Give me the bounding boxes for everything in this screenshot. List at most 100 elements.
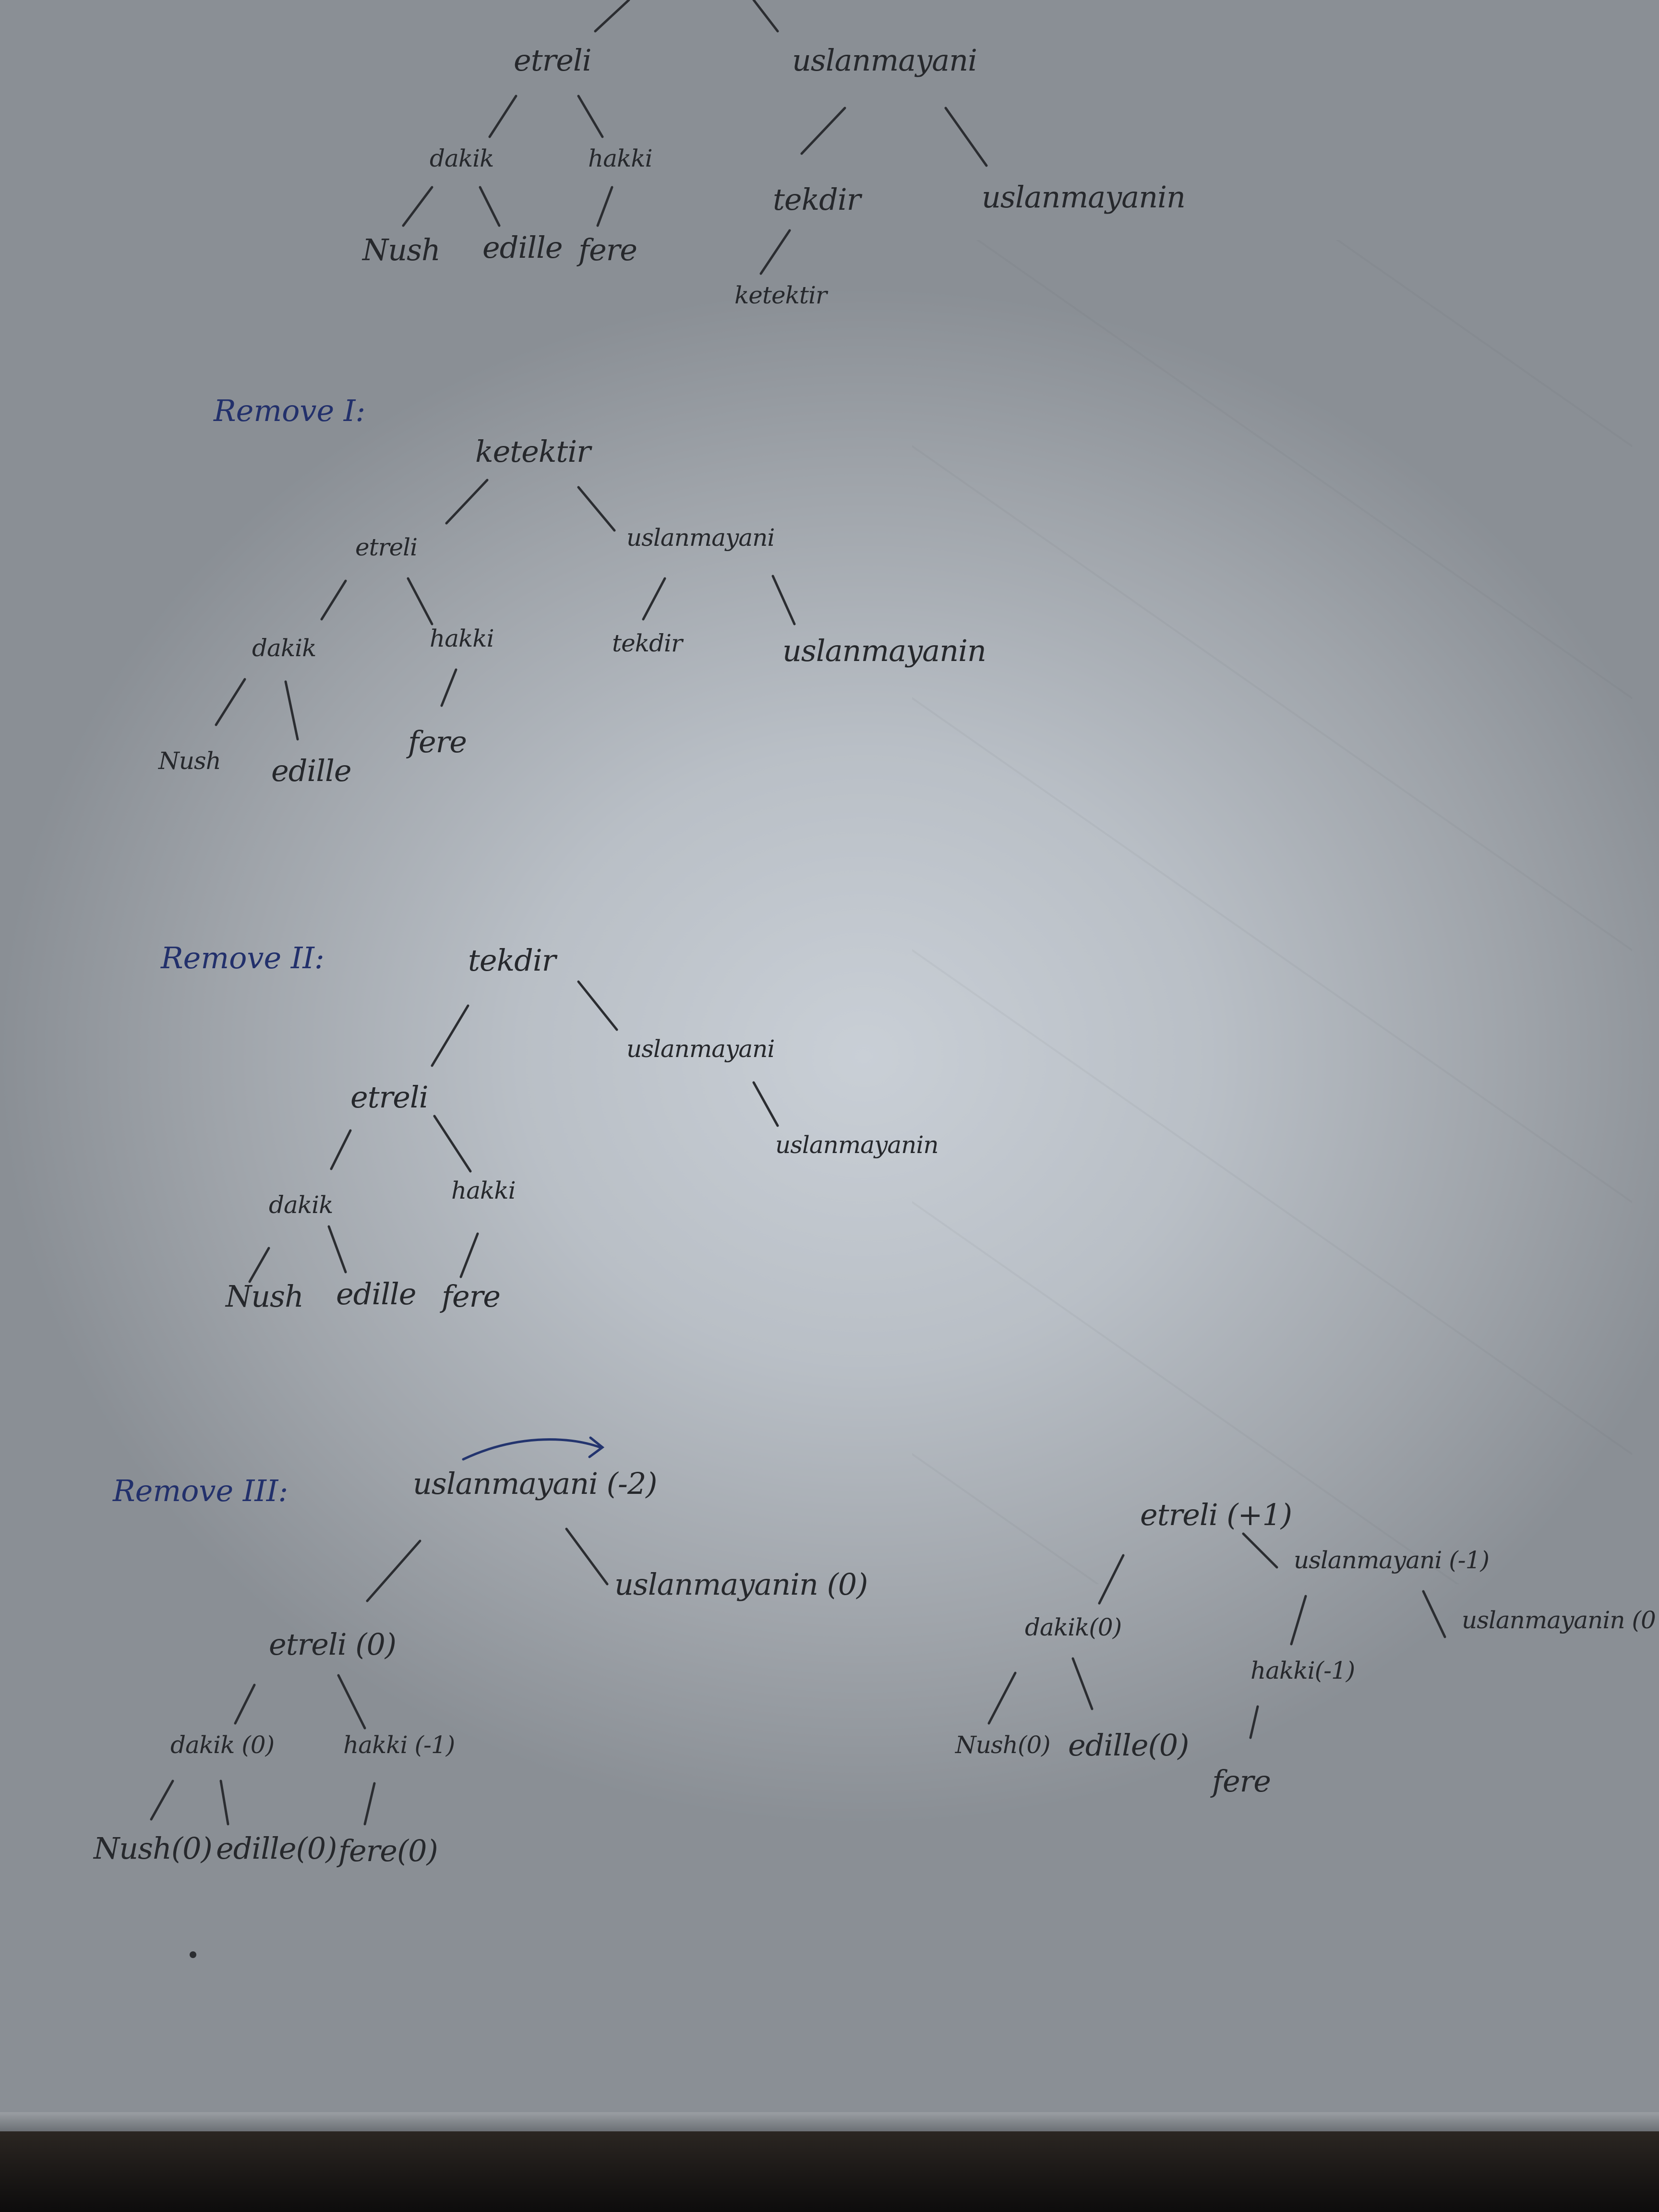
edge bbox=[488, 95, 517, 138]
edge bbox=[431, 1004, 469, 1067]
node-etreli: etreli bbox=[355, 533, 418, 561]
paper-sheet bbox=[0, 0, 1659, 2131]
edge bbox=[565, 1527, 609, 1586]
edge bbox=[752, 0, 779, 33]
node-uslanmayanin: uslanmayanin bbox=[982, 180, 1186, 215]
edge bbox=[459, 1232, 479, 1278]
edge bbox=[440, 668, 457, 707]
remove-3-edges bbox=[150, 1436, 609, 1826]
node-dakik: dakik(0) bbox=[1025, 1613, 1122, 1641]
edge bbox=[479, 186, 501, 227]
remove-2-edges bbox=[248, 980, 779, 1283]
remove-1-edges bbox=[215, 479, 796, 741]
node-ketektir: ketektir bbox=[734, 281, 827, 309]
node-tekdir: tekdir bbox=[773, 182, 861, 217]
edge bbox=[337, 1674, 366, 1730]
edge bbox=[1242, 1532, 1278, 1569]
node-hakki: hakki bbox=[588, 144, 653, 172]
edge bbox=[363, 1782, 376, 1826]
edge bbox=[594, 0, 630, 33]
node-dakik: dakik bbox=[269, 1191, 333, 1219]
node-uslanmayani: uslanmayani (-1) bbox=[1294, 1546, 1490, 1574]
edge bbox=[433, 1115, 472, 1173]
edge bbox=[771, 575, 796, 625]
node-edille: edille(0) bbox=[1068, 1728, 1189, 1763]
node-uslanmayanin: uslanmayanin (0) bbox=[614, 1567, 868, 1602]
edge bbox=[596, 186, 613, 227]
node-uslanmayani: uslanmayani bbox=[626, 524, 775, 552]
node-edille: edille bbox=[482, 230, 563, 265]
node-uslanmayanin: uslanmayanin bbox=[775, 1131, 939, 1159]
edge bbox=[248, 1247, 270, 1283]
node-dakik: dakik (0) bbox=[170, 1731, 275, 1759]
node-edille: edille(0) bbox=[216, 1831, 337, 1866]
rotation-arrow bbox=[462, 1438, 601, 1461]
rotated-tree-edges bbox=[987, 1532, 1446, 1739]
edge bbox=[577, 980, 618, 1031]
node-hakki: hakki(-1) bbox=[1250, 1657, 1355, 1684]
node-ketektir: ketektir bbox=[475, 434, 591, 469]
node-nush: Nush bbox=[226, 1279, 304, 1314]
node-uslanmayani: uslanmayani (-2) bbox=[413, 1466, 657, 1501]
heading-remove-1: Remove I: bbox=[214, 393, 366, 428]
node-nush: Nush(0) bbox=[955, 1731, 1051, 1759]
node-hakki: hakki (-1) bbox=[343, 1731, 455, 1759]
edge bbox=[215, 678, 246, 726]
edge bbox=[402, 186, 433, 227]
edge bbox=[1098, 1554, 1125, 1605]
node-nush: Nush(0) bbox=[94, 1831, 213, 1866]
faint-bleed-through-drawing bbox=[912, 240, 1632, 1584]
node-hakki: hakki bbox=[430, 625, 494, 652]
edge bbox=[327, 1225, 347, 1274]
heading-remove-3: Remove III: bbox=[113, 1473, 289, 1508]
node-etreli: etreli (+1) bbox=[1140, 1497, 1292, 1532]
edge bbox=[987, 1671, 1017, 1725]
edge bbox=[330, 1129, 352, 1170]
node-tekdir: tekdir bbox=[612, 629, 683, 657]
edge bbox=[944, 107, 988, 167]
tree-top-edges bbox=[402, 0, 988, 275]
edge bbox=[407, 577, 433, 625]
node-nush: Nush bbox=[158, 747, 221, 775]
edge bbox=[759, 229, 791, 275]
edge bbox=[1249, 1705, 1259, 1739]
edge bbox=[642, 577, 666, 621]
node-fere: fere bbox=[442, 1279, 501, 1314]
edge bbox=[577, 486, 616, 532]
node-edille: edille bbox=[271, 753, 352, 788]
node-dakik: dakik bbox=[252, 634, 316, 662]
node-uslanmayanin: uslanmayanin bbox=[782, 633, 986, 668]
node-etreli: etreli bbox=[350, 1080, 429, 1115]
node-uslanmayani: uslanmayani bbox=[792, 43, 977, 78]
node-etreli: etreli bbox=[514, 43, 592, 78]
edge bbox=[284, 680, 299, 741]
node-dakik: dakik bbox=[430, 144, 494, 172]
ink-dot bbox=[190, 1951, 196, 1958]
edge bbox=[1422, 1590, 1446, 1638]
node-etreli: etreli (0) bbox=[269, 1627, 397, 1662]
rotation-arrow-head bbox=[588, 1436, 605, 1458]
edge bbox=[1071, 1657, 1094, 1710]
edge bbox=[1290, 1595, 1307, 1646]
edge bbox=[320, 579, 347, 621]
edge bbox=[800, 107, 846, 155]
node-uslanmayani: uslanmayani bbox=[626, 1035, 775, 1063]
edge bbox=[234, 1683, 256, 1725]
edge bbox=[445, 479, 489, 525]
node-fere: fere bbox=[1212, 1764, 1271, 1799]
edge bbox=[150, 1779, 174, 1821]
node-fere: fere bbox=[408, 724, 467, 759]
desk-surface bbox=[0, 2131, 1659, 2212]
node-fere: fere(0) bbox=[338, 1833, 438, 1868]
node-edille: edille bbox=[336, 1276, 417, 1311]
node-nush: Nush bbox=[362, 232, 441, 267]
node-uslanmayanin: uslanmayanin (0 bbox=[1462, 1606, 1656, 1634]
node-tekdir: tekdir bbox=[468, 943, 556, 978]
heading-remove-2: Remove II: bbox=[161, 940, 325, 975]
edge bbox=[577, 95, 604, 138]
node-hakki: hakki bbox=[451, 1177, 516, 1204]
edge bbox=[366, 1539, 421, 1602]
edge bbox=[219, 1779, 229, 1826]
